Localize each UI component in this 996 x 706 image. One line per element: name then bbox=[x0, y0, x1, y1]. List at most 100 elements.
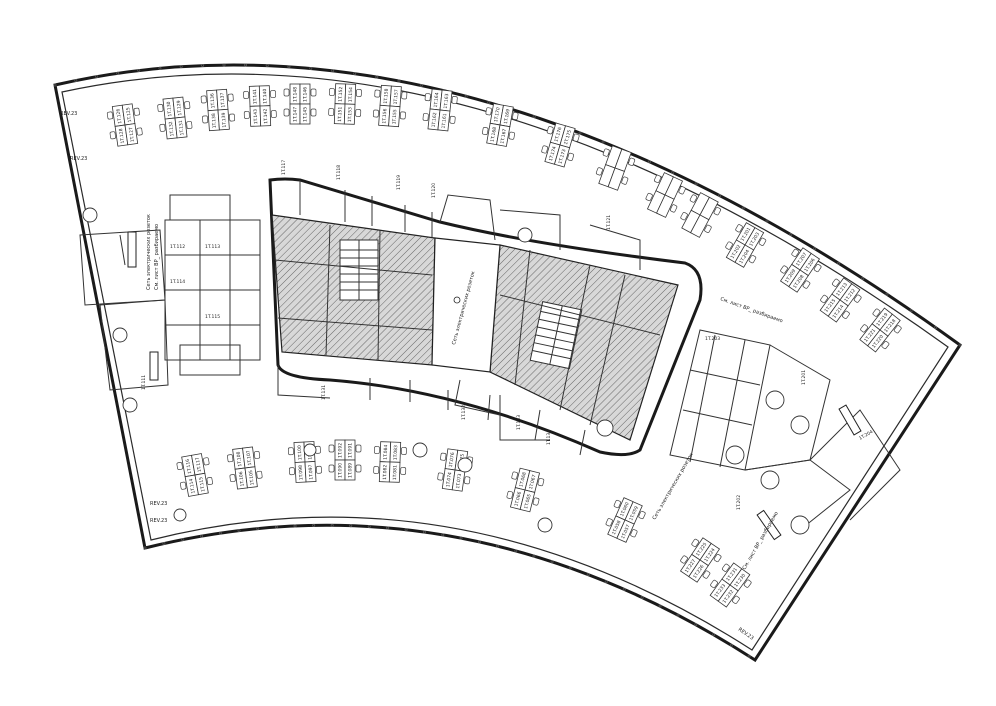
core-ring-offices bbox=[277, 180, 641, 456]
window-mullion bbox=[464, 94, 468, 98]
desk-code: 1T.146 bbox=[303, 87, 309, 102]
chair bbox=[482, 127, 489, 136]
window-mullion bbox=[622, 587, 626, 591]
plan-note: См. лист ВР_ разбираемо bbox=[719, 296, 783, 324]
window-mullion bbox=[353, 72, 357, 76]
window-mullion bbox=[137, 69, 141, 73]
desk-code: 1T.162 bbox=[431, 112, 439, 128]
window-mullion bbox=[265, 64, 269, 68]
chair bbox=[743, 579, 752, 588]
chair bbox=[820, 294, 828, 303]
window-mullion bbox=[179, 65, 183, 69]
desk-code: 1T.145 bbox=[303, 107, 309, 122]
room-label: 1T.117 bbox=[281, 160, 287, 175]
desk-code: 1T.108 bbox=[236, 451, 244, 467]
chair bbox=[374, 89, 381, 98]
chair bbox=[372, 109, 379, 118]
desk-code: 1T.060 bbox=[619, 501, 631, 517]
desk-code: 1T.167 bbox=[499, 128, 508, 144]
chair bbox=[791, 248, 800, 257]
chair bbox=[508, 131, 516, 140]
chair bbox=[253, 450, 261, 459]
window-mullion bbox=[934, 326, 938, 330]
desk-code: 1T.089 bbox=[348, 463, 354, 478]
room-label: 1T.202 bbox=[736, 495, 742, 510]
window-mullion bbox=[789, 233, 793, 237]
plan-labels: 1T.117 1T.118 1T.119 1T.120 1T.121 1T.11… bbox=[60, 111, 874, 642]
chair bbox=[572, 133, 580, 142]
desk-code: 1T.174 bbox=[548, 146, 558, 162]
desk-code: 1T.158 bbox=[383, 88, 390, 104]
window-mullion bbox=[477, 540, 481, 544]
window-mullion bbox=[676, 613, 680, 617]
chair bbox=[310, 88, 317, 97]
window-mullion bbox=[74, 79, 78, 83]
window-mullion bbox=[237, 529, 241, 533]
desk-code: 1T.164 bbox=[433, 92, 441, 108]
chair bbox=[860, 324, 868, 333]
chair bbox=[872, 308, 881, 317]
desk-code: 1T.067 bbox=[528, 474, 538, 490]
window-mullion bbox=[658, 604, 662, 608]
window-mullion bbox=[419, 84, 423, 88]
desk bbox=[656, 194, 675, 218]
room-label: 1T.132 bbox=[461, 405, 467, 420]
chair bbox=[680, 212, 688, 221]
window-mullion bbox=[718, 194, 722, 198]
desk-code: 1T.058 bbox=[611, 520, 623, 536]
desk-code: 1T.132 bbox=[168, 121, 176, 137]
chair bbox=[157, 104, 164, 112]
desk bbox=[717, 584, 739, 608]
window-mullion bbox=[441, 533, 445, 537]
room-label: 1T.112 bbox=[170, 244, 185, 250]
desk-code: 1T.097 bbox=[308, 464, 315, 480]
desk-code: 1T.136 bbox=[209, 93, 216, 109]
desk bbox=[827, 299, 849, 323]
chair bbox=[802, 280, 811, 289]
window-mullion bbox=[958, 343, 962, 347]
core-atrium bbox=[431, 237, 501, 373]
chair bbox=[136, 127, 143, 136]
window-mullion bbox=[375, 75, 379, 79]
chair bbox=[227, 93, 234, 102]
desk-code: 1T.082 bbox=[382, 465, 389, 480]
chair bbox=[602, 148, 610, 157]
desk bbox=[217, 108, 230, 131]
desk-code: 1T.127 bbox=[128, 127, 136, 143]
desk-code: 1T.156 bbox=[381, 108, 388, 124]
desk-cluster bbox=[680, 192, 721, 238]
chair bbox=[628, 157, 636, 166]
chair bbox=[713, 207, 721, 216]
chair bbox=[270, 90, 277, 98]
chair bbox=[243, 91, 250, 99]
chair bbox=[702, 570, 711, 579]
desk-cluster bbox=[595, 145, 636, 191]
chair bbox=[506, 490, 514, 500]
desk-code: 1T.168 bbox=[490, 126, 499, 142]
window-mullion bbox=[397, 79, 401, 83]
plan-note: См. лист ВР_ разбираемо bbox=[154, 224, 160, 290]
window-mullion bbox=[712, 633, 716, 637]
desk bbox=[734, 244, 755, 268]
desk-code: 1T.116 bbox=[185, 458, 194, 474]
chair bbox=[621, 176, 629, 185]
window-mullion bbox=[143, 546, 147, 550]
window-mullion bbox=[386, 526, 390, 530]
window-mullion bbox=[496, 544, 500, 548]
chair bbox=[511, 471, 518, 480]
chair bbox=[229, 474, 236, 483]
desk-code: 1T.083 bbox=[393, 445, 400, 460]
plan-note: Сеть электрических розеток bbox=[146, 214, 152, 290]
window-mullion bbox=[741, 206, 745, 210]
window-mullion bbox=[514, 549, 518, 553]
window-mullion bbox=[765, 219, 769, 223]
desk bbox=[388, 105, 401, 128]
desk bbox=[553, 144, 571, 168]
window-mullion bbox=[256, 527, 260, 531]
